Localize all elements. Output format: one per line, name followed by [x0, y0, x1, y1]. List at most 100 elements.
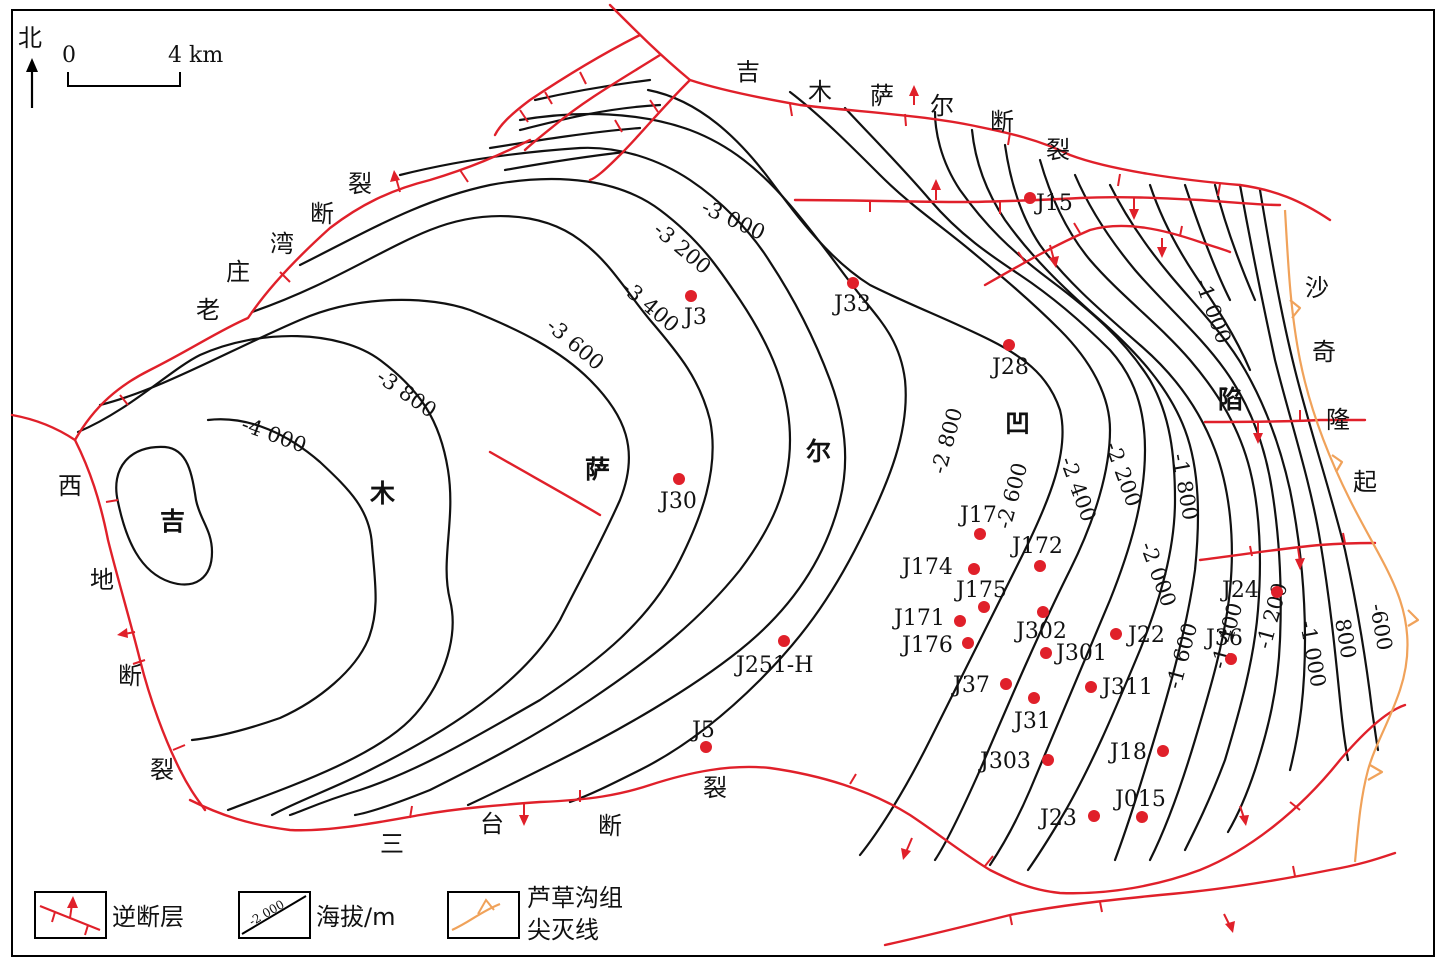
jimusaer-splay-1 — [493, 33, 642, 137]
fault-name-char: 断 — [990, 108, 1014, 136]
well-marker — [1042, 754, 1054, 766]
legend-pinchout: 芦草沟组 尖灭线 — [447, 884, 623, 944]
well-marker — [1028, 692, 1040, 704]
fault-name-char: 吉 — [736, 58, 760, 86]
contour-minus-1000-south — [1108, 183, 1307, 772]
well-marker — [962, 637, 974, 649]
scale-start-label: 0 — [62, 43, 76, 68]
well-marker — [673, 473, 685, 485]
contour-minus-600 — [1258, 188, 1380, 752]
contour-minus-3000 — [398, 146, 847, 807]
fault-name-char: 尔 — [930, 92, 954, 120]
jimusaer-splay-2 — [523, 53, 662, 152]
depression-name: 吉 木 萨 尔 凹 陷 — [160, 385, 1243, 536]
well-label: J5 — [690, 718, 715, 743]
contour-north-4 — [503, 150, 627, 172]
contour-minus-2800 — [518, 112, 907, 804]
well-marker — [1024, 192, 1036, 204]
contour-minus-3400 — [98, 298, 630, 817]
wells: J15 J3 J33 J28 J30 J17 J172 J174 J175 J1… — [658, 191, 1283, 831]
contour-north-3 — [488, 126, 642, 150]
depression-name-char: 木 — [369, 479, 395, 508]
well-label: J251-H — [734, 653, 813, 678]
fault-name-char: 台 — [480, 810, 504, 838]
contour-minus-3800 — [190, 418, 377, 742]
well-label: J36 — [1204, 626, 1243, 651]
contour-minus-2000 — [933, 110, 1177, 872]
contour-minus-1200 — [1073, 173, 1282, 834]
depression-name-char: 吉 — [160, 507, 185, 536]
well-marker — [1000, 678, 1012, 690]
well-marker — [700, 741, 712, 753]
contour-minus-2400 — [788, 90, 1112, 862]
contour-b — [1213, 183, 1257, 302]
fault-north-1 — [793, 195, 1282, 207]
fault-name-char: 断 — [310, 200, 334, 228]
xidi-fault — [73, 438, 207, 812]
fault-north-2 — [983, 224, 1232, 287]
jimusaer-splay-3 — [588, 78, 692, 182]
contour-label: -3 200 — [649, 217, 716, 279]
contour-minus-2600 — [646, 88, 1064, 857]
pinchout-line — [1283, 209, 1420, 863]
contour-label: -3 400 — [617, 275, 684, 337]
well-label: J18 — [1108, 740, 1147, 765]
well-marker — [1157, 745, 1169, 757]
contour-label: -4 000 — [238, 412, 309, 458]
contour-label: -2 800 — [927, 405, 968, 476]
fault-name-char: 萨 — [870, 82, 894, 110]
map-frame — [11, 9, 1435, 957]
depression-name-char: 陷 — [1218, 385, 1243, 414]
contour-label: -3 000 — [698, 195, 769, 245]
north-arrow: 北 — [18, 24, 42, 108]
well-label: J302 — [1014, 619, 1067, 644]
well-marker — [1037, 606, 1049, 618]
well-label: J37 — [951, 673, 990, 698]
fault-name-char: 裂 — [150, 756, 174, 784]
fault-arrows — [117, 85, 1305, 933]
contour-minus-1800 — [970, 128, 1200, 862]
well-marker — [1088, 810, 1100, 822]
well-label: J176 — [900, 633, 953, 658]
well-marker — [778, 635, 790, 647]
fault-name-char: 湾 — [270, 230, 294, 258]
well-label: J24 — [1220, 578, 1259, 603]
north-label: 北 — [18, 24, 42, 52]
legend: 逆断层 -2 000 海拔/m 芦草沟组 尖灭线 — [34, 884, 623, 944]
legend-elevation-label: 海拔/m — [316, 903, 395, 931]
well-marker — [1003, 339, 1015, 351]
contour-lines — [76, 78, 1380, 872]
well-label: J31 — [1012, 709, 1051, 734]
legend-pinchout-label-line2: 尖灭线 — [527, 916, 599, 944]
fault-southeast — [883, 851, 1397, 947]
uplift-name-char: 沙 — [1305, 274, 1329, 302]
well-label: J3 — [682, 305, 707, 330]
contour-minus-3200 — [250, 214, 714, 817]
fault-name-char: 裂 — [348, 170, 372, 198]
well-marker — [847, 277, 859, 289]
depression-name-char: 凹 — [1005, 409, 1030, 438]
well-marker — [968, 563, 980, 575]
contour-label: -3 800 — [372, 364, 441, 422]
contour-minus-1600 — [1003, 143, 1233, 862]
fault-sand-2 — [1198, 541, 1377, 562]
well-marker — [1271, 586, 1283, 598]
contour-minus-800 — [1238, 183, 1350, 762]
well-label: J175 — [954, 578, 1007, 603]
legend-reverse-fault: 逆断层 — [34, 891, 184, 939]
contour-north-2 — [518, 103, 662, 132]
depression-name-char: 萨 — [585, 455, 610, 484]
fault-name-char: 裂 — [1046, 136, 1070, 164]
well-marker — [1225, 653, 1237, 665]
uplift-name-char: 奇 — [1312, 338, 1336, 366]
contour-label: -2 000 — [1135, 539, 1181, 610]
well-marker — [1040, 647, 1052, 659]
fault-sand-1 — [1203, 418, 1367, 424]
scale-bar: 0 4 km — [62, 43, 223, 87]
well-label: J17 — [958, 503, 997, 528]
fault-name-char: 三 — [380, 830, 404, 858]
well-label: J303 — [978, 749, 1031, 774]
well-label: J171 — [892, 606, 945, 631]
well-label: J311 — [1100, 675, 1153, 700]
santai-fault — [188, 703, 1407, 895]
